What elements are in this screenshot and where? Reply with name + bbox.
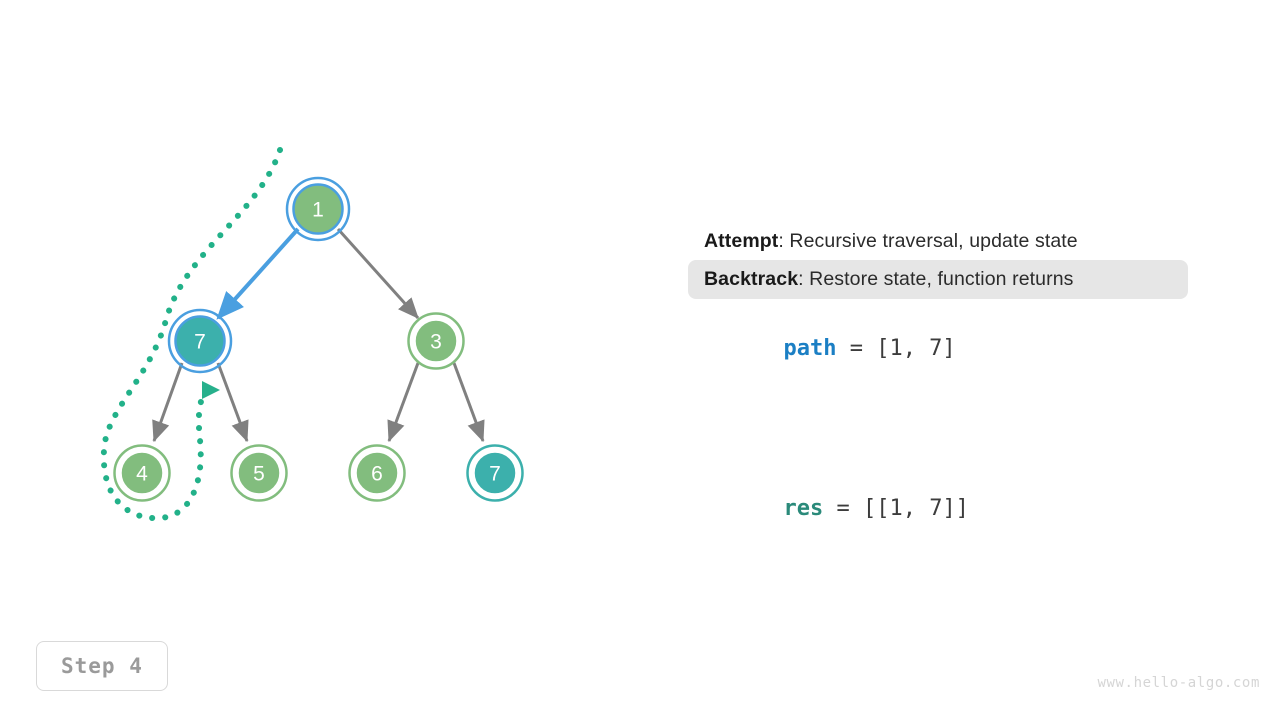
path-state-row: path = [1, 7]	[688, 311, 1188, 386]
legend-backtrack-keyword: Backtrack	[704, 268, 799, 291]
tree-node-6[interactable]: 6	[348, 444, 406, 502]
site-watermark: www.hello-algo.com	[1097, 675, 1260, 691]
tree-node-6-label: 6	[371, 463, 383, 486]
legend-attempt-row: Attempt: Recursive traversal, update sta…	[688, 222, 1188, 260]
edge-n1-n7l	[216, 227, 300, 320]
tree-node-5-label: 5	[253, 463, 265, 486]
legend-backtrack-text: : Restore state, function returns	[798, 268, 1074, 291]
tree-node-7-right[interactable]: 7	[466, 444, 524, 502]
edge-n7l-n4	[152, 362, 184, 443]
edge-n1-n3	[336, 227, 420, 320]
edge-n3-n6	[387, 362, 420, 443]
step-badge: Step 4	[36, 641, 168, 691]
path-variable-value: = [1, 7]	[836, 335, 956, 361]
tree-node-3-label: 3	[430, 331, 442, 354]
binary-tree-diagram: 1 7 3 4	[0, 0, 660, 600]
legend-backtrack-row: Backtrack: Restore state, function retur…	[688, 260, 1188, 299]
edge-n7l-n5	[216, 362, 249, 443]
tree-node-7-left[interactable]: 7	[167, 308, 233, 374]
path-variable-name: path	[783, 335, 837, 361]
tree-edges	[152, 227, 485, 443]
tree-node-7-left-label: 7	[194, 331, 206, 354]
legend-attempt-keyword: Attempt	[704, 230, 779, 252]
res-state-row: res = [[1, 7]]	[688, 471, 1188, 546]
current-pointer-icon	[202, 381, 220, 399]
recursion-trace-path	[100, 147, 283, 522]
res-variable-name: res	[783, 495, 824, 521]
tree-node-3[interactable]: 3	[407, 312, 465, 370]
tree-node-4-label: 4	[136, 463, 148, 486]
res-variable-value: = [[1, 7]]	[823, 495, 969, 521]
legend-attempt-text: : Recursive traversal, update state	[778, 230, 1078, 252]
edge-n3-n7r	[452, 362, 485, 443]
tree-node-7-right-label: 7	[489, 463, 501, 486]
tree-node-1[interactable]: 1	[285, 176, 351, 242]
tree-node-1-label: 1	[312, 199, 324, 222]
tree-node-5[interactable]: 5	[230, 444, 288, 502]
explanation-panel: Attempt: Recursive traversal, update sta…	[688, 222, 1188, 546]
tree-node-4[interactable]: 4	[113, 444, 171, 502]
